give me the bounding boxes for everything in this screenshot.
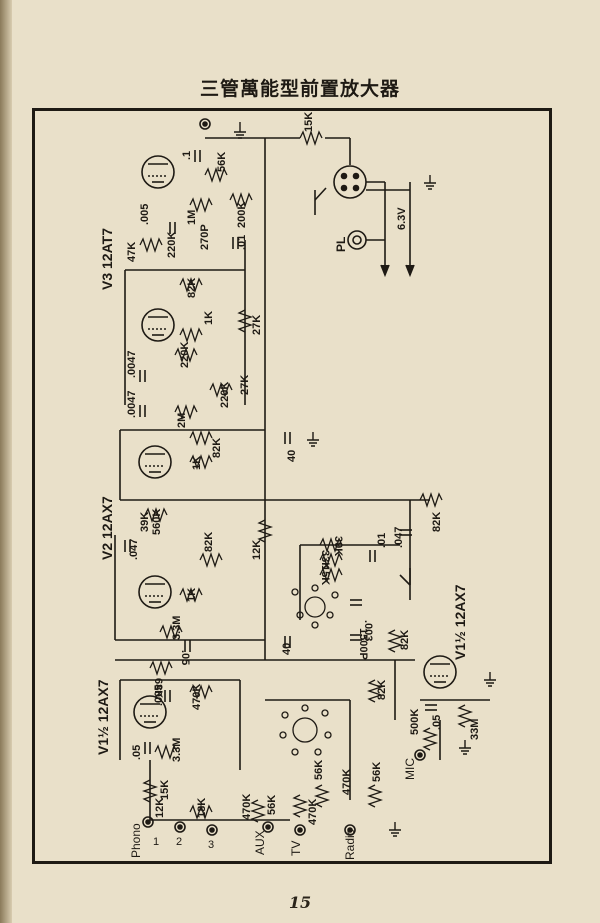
- label-r33k: 33K: [319, 550, 331, 570]
- label-r27k-b: 27K: [239, 375, 251, 395]
- label-r39k: 39K: [139, 512, 151, 532]
- label-c270p: 270P: [199, 224, 211, 250]
- wiring: [114, 137, 490, 821]
- tube-v2-bottom: [138, 575, 172, 609]
- tube-v2-top: [138, 445, 172, 479]
- label-r470k-d: 470K: [341, 769, 353, 795]
- label-r39k-b: 39K: [332, 536, 344, 556]
- label-c01-b: .01: [376, 533, 388, 548]
- label-r1k-c: 1K: [186, 588, 198, 602]
- mic-switch: [399, 568, 411, 586]
- label-r82k-c: 82K: [203, 532, 215, 552]
- label-r15k-b: 15K: [319, 565, 331, 585]
- label-r33m-c: 33M: [469, 719, 481, 740]
- tube-label-v1-left: V1½ 12AX7: [95, 679, 111, 755]
- label-c005-b: .005: [153, 685, 165, 706]
- input-label-phono-3: 3: [208, 839, 214, 851]
- tube-v1-right: [423, 655, 457, 689]
- label-r18k: 18K: [196, 798, 208, 818]
- label-r560k: 560K: [151, 509, 163, 535]
- label-c05-c: .05: [431, 715, 443, 730]
- label-r82k-f: 82K: [376, 680, 388, 700]
- page-title: 三管萬能型前置放大器: [199, 78, 400, 100]
- input-label-mic: MIC: [403, 758, 417, 780]
- label-r82k-d: 82K: [431, 512, 443, 532]
- label-r56k-b: 56K: [266, 795, 278, 815]
- power-socket: [333, 165, 415, 278]
- label-c40-b: 40: [281, 643, 293, 655]
- capacitors: [124, 150, 437, 754]
- tube-label-v2: V2 12AX7: [99, 496, 115, 560]
- label-r15k-c: 15K: [159, 780, 171, 800]
- label-r27k-a: 27K: [251, 315, 263, 335]
- label-c0047-b: .0047: [126, 390, 138, 418]
- input-label-radio: Radio: [343, 828, 357, 860]
- label-r12k-b: 12K: [154, 798, 166, 818]
- label-c40-a: 40: [286, 450, 298, 462]
- label-c1: .1: [181, 151, 193, 160]
- label-r470k-c: 470K: [307, 799, 319, 825]
- label-r220k: 220K: [166, 232, 178, 258]
- label-r1m: 1M: [186, 210, 198, 225]
- label-r500k: 500K: [409, 709, 421, 735]
- label-r68k: 68K: [152, 678, 164, 698]
- label-c01: .01: [236, 235, 248, 250]
- label-r470k-b: 470K: [241, 794, 253, 820]
- book-binding-edge: [0, 0, 12, 923]
- selector-switch-input: [279, 704, 332, 756]
- label-c005: .005: [139, 204, 151, 225]
- resistors: [139, 129, 474, 823]
- label-r47k: 47K: [126, 242, 138, 262]
- input-label-phono-1: 1: [153, 836, 159, 848]
- tube-v1-left: [133, 695, 167, 729]
- label-r470k: 470K: [191, 684, 203, 710]
- input-jacks: [142, 118, 426, 836]
- selector-switch-eq: [291, 584, 339, 629]
- label-c05-a: .05: [179, 650, 191, 665]
- label-r56k-d: 56K: [371, 762, 383, 782]
- input-label-aux: AUX: [253, 830, 267, 855]
- label-c05-b: .05: [131, 745, 143, 760]
- label-r220k-b: 220K: [179, 342, 191, 368]
- label-r33m-b: 3.3M: [171, 738, 183, 762]
- label-pl: PL: [334, 237, 348, 252]
- label-c1500p: 1500P: [357, 628, 369, 660]
- power-switch: [314, 187, 327, 215]
- tube-v3-bottom: [141, 308, 175, 342]
- label-c047-b: .047: [393, 527, 405, 548]
- label-r56k-c: 56K: [313, 760, 325, 780]
- label-r1k-a: 1K: [203, 311, 215, 325]
- pilot-lamp: [347, 230, 385, 250]
- tube-label-v1-right: V1½ 12AX7: [452, 584, 468, 660]
- label-c003: .003: [362, 620, 374, 641]
- label-r82k-b: 82K: [211, 438, 223, 458]
- label-r15k: 15K: [303, 112, 315, 132]
- input-label-phono-2: 2: [176, 836, 182, 848]
- label-r82k-e: 82K: [399, 630, 411, 650]
- schematic-frame: [32, 108, 552, 864]
- label-r220k-c: 220K: [219, 382, 231, 408]
- label-r33m: 3.3M: [171, 616, 183, 640]
- tube-label-v3: V3 12AT7: [99, 228, 115, 290]
- label-r56k-top: 56K: [216, 152, 228, 172]
- label-c047-a: .047: [128, 539, 140, 560]
- label-6-3v: 6.3V: [396, 207, 408, 230]
- page-number: 15: [288, 893, 312, 912]
- label-c0047-a: .0047: [126, 350, 138, 378]
- label-r12k: 12K: [251, 540, 263, 560]
- input-label-tv: TV: [289, 841, 303, 856]
- label-r200k: 200K: [236, 202, 248, 228]
- ground-symbols: [234, 122, 496, 837]
- label-r82k-a: 82K: [186, 278, 198, 298]
- tube-v3-top: [141, 155, 175, 189]
- label-r2m: 2M: [176, 413, 188, 428]
- label-r1k-b: 1K: [191, 456, 203, 470]
- input-label-phono: Phono: [129, 823, 143, 858]
